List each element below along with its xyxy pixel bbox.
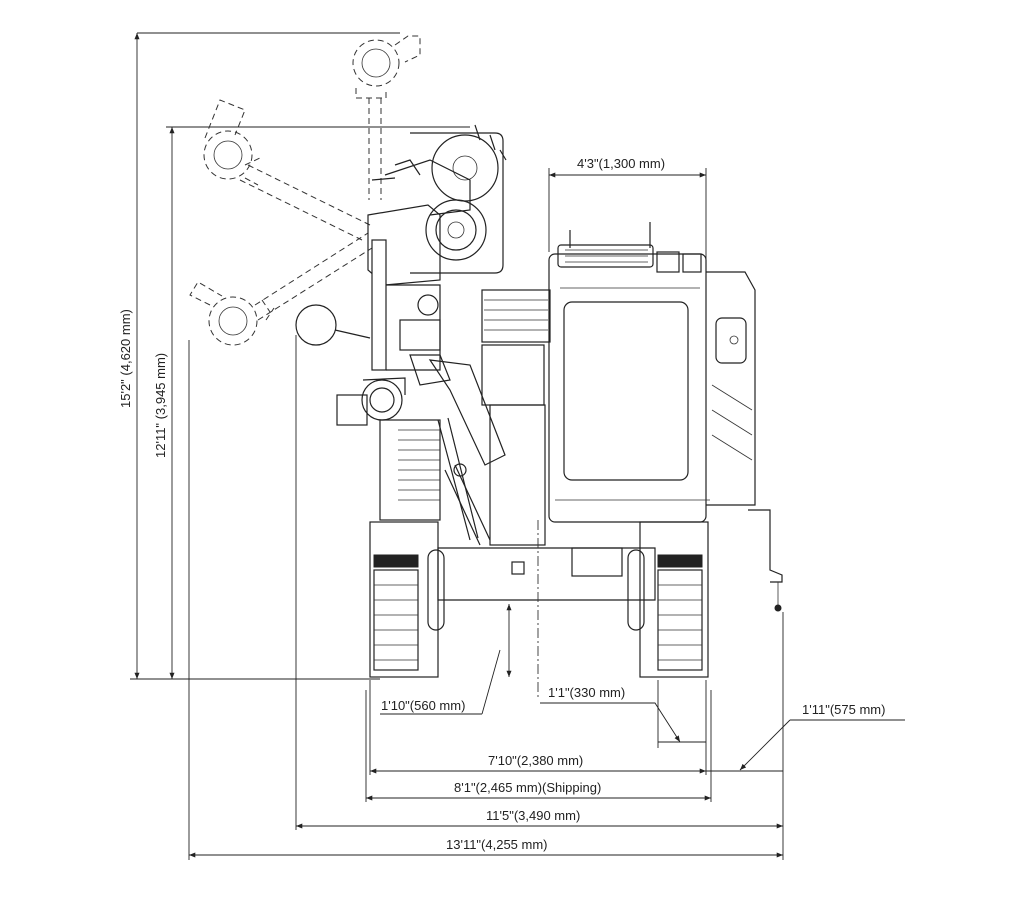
outrigger-offset-label: 1'11"(575 mm) <box>802 702 885 717</box>
right-track <box>627 521 709 678</box>
main-body <box>379 289 656 601</box>
counterweight-width-label: 11'5"(3,490 mm) <box>486 808 580 823</box>
ground-clearance-label: 1'10"(560 mm) <box>381 698 465 713</box>
cab-width-label: 4'3"(1,300 mm) <box>577 156 665 171</box>
track-gauge-label: 7'10"(2,380 mm) <box>488 753 583 768</box>
track-width-label: 1'1"(330 mm) <box>548 685 625 700</box>
operating-height-label: 12'11" (3,945 mm) <box>153 353 168 458</box>
shipping-width-label: 8'1"(2,465 mm)(Shipping) <box>454 780 601 795</box>
top-canopy <box>410 124 507 274</box>
max-width-label: 13'11"(4,255 mm) <box>446 837 548 852</box>
left-track <box>369 521 445 678</box>
overall-height-label: 15'2" (4,620 mm) <box>118 309 133 408</box>
drill-mast-assembly <box>295 159 506 546</box>
arm-raised-positions <box>189 35 421 346</box>
height-dimension-lines <box>130 32 470 680</box>
width-dimension-lines <box>188 168 905 860</box>
operator-cab <box>548 222 783 612</box>
